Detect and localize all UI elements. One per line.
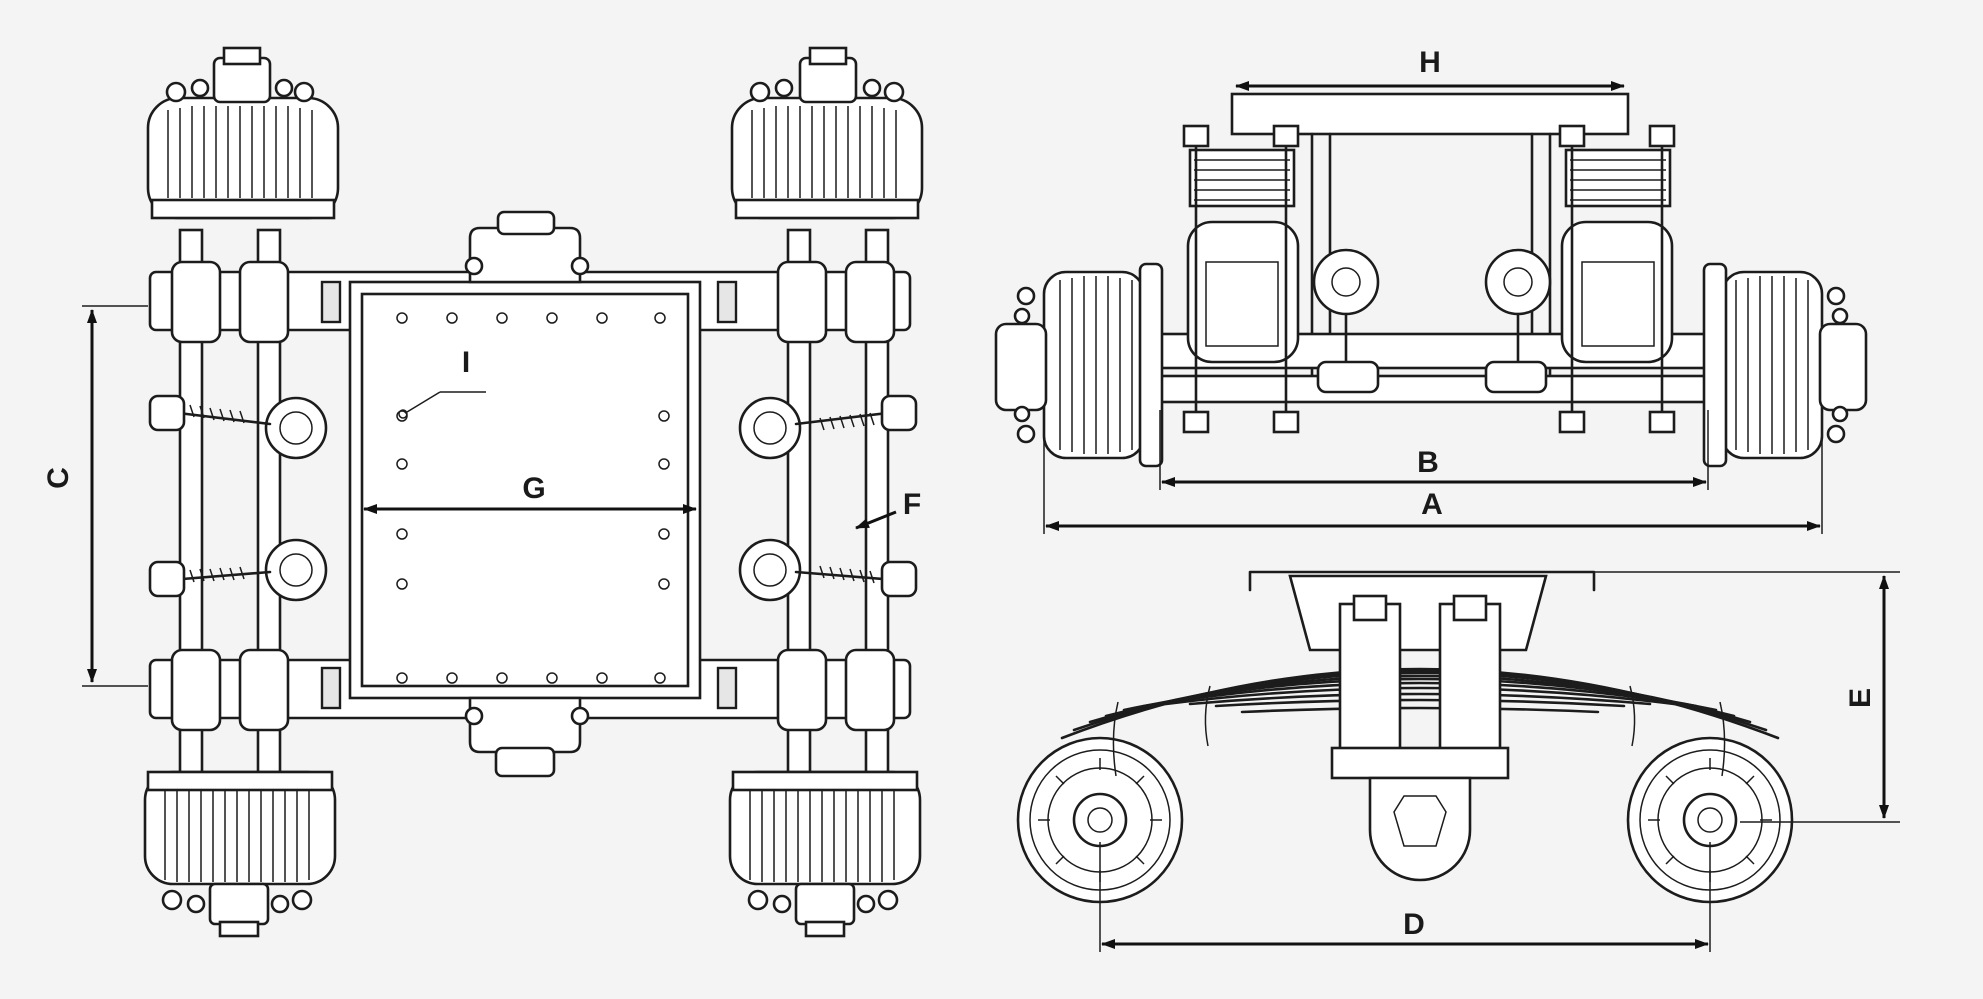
label-e: E [1844, 688, 1877, 708]
plan-brake-chamber-left-lower [148, 538, 328, 602]
label-g: G [522, 472, 545, 505]
dimension-d [1099, 842, 1711, 952]
label-c: C [42, 467, 75, 489]
plan-brake-drum-bottom-right [728, 770, 922, 938]
front-right-spring-stack [1558, 124, 1676, 434]
label-h: H [1419, 46, 1441, 79]
side-center-trunnion [1368, 776, 1472, 882]
front-left-drum [994, 262, 1164, 468]
front-left-spring-stack [1182, 124, 1300, 434]
dimension-c [82, 305, 148, 687]
side-leaf-spring [1060, 667, 1780, 740]
plan-left-axle-shafts [178, 228, 890, 782]
front-view [994, 92, 1868, 468]
leader-f [855, 510, 897, 530]
label-i: I [462, 346, 470, 379]
side-u-bolts [1330, 594, 1510, 780]
plan-center-plate [348, 210, 702, 778]
side-view [1016, 570, 1794, 904]
label-d: D [1403, 908, 1425, 941]
plan-brake-chamber-right-upper [738, 394, 918, 460]
front-brake-chambers [1312, 248, 1552, 394]
leader-i [398, 391, 486, 419]
plan-brake-drum-bottom-left [143, 770, 337, 938]
front-right-drum [1702, 262, 1868, 468]
plan-plate-bolt-holes [396, 312, 670, 684]
plan-brake-drum-top-left [146, 46, 340, 220]
dimension-e [1594, 571, 1900, 823]
dimension-b [1159, 410, 1709, 490]
side-left-wheel-hub [1016, 736, 1184, 904]
label-b: B [1417, 446, 1439, 479]
plan-view [143, 46, 924, 938]
plan-brake-drum-top-right [730, 46, 924, 220]
label-f: F [903, 488, 921, 521]
plan-brake-chamber-left-upper [148, 394, 328, 460]
side-spring-clips [1112, 685, 1726, 777]
dimension-a [1043, 412, 1823, 534]
side-top-bracket [1248, 570, 1596, 592]
label-a: A [1421, 488, 1443, 521]
plan-brake-chamber-right-lower [738, 538, 918, 602]
